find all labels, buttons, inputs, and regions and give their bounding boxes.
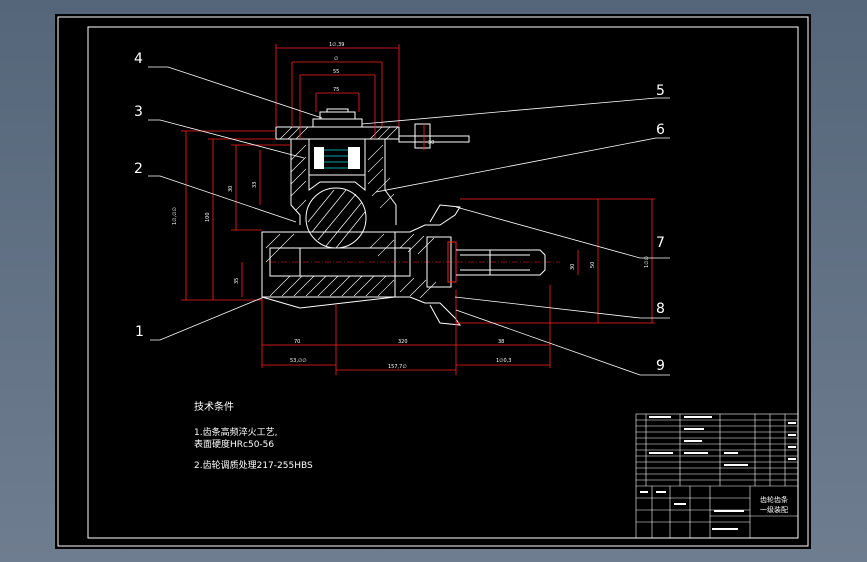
- part-label-6: 6: [656, 122, 665, 138]
- part-label-4: 4: [134, 51, 143, 67]
- dim-top-small: ∅: [334, 56, 338, 62]
- dim-bottom-70: 70: [294, 339, 300, 345]
- dim-right-overall: 1∅∅: [644, 256, 650, 268]
- part-label-8: 8: [656, 301, 665, 317]
- title-name-line-2: 一级装配: [760, 505, 788, 514]
- dim-55: 55: [333, 69, 339, 75]
- dim-left-30: 30: [228, 186, 234, 192]
- part-label-2: 2: [134, 161, 143, 177]
- dim-flange-30: 30: [428, 140, 434, 146]
- dim-bottom-38: 38: [498, 339, 504, 345]
- part-label-9: 9: [656, 358, 665, 374]
- dim-left-overall: 1∅,∅∅: [172, 207, 178, 225]
- part-label-1: 1: [135, 324, 144, 340]
- dim-75: 75: [333, 87, 339, 93]
- dim-top-overall: 1∅,39: [329, 42, 345, 48]
- part-label-3: 3: [134, 104, 143, 120]
- title-block: [635, 413, 799, 539]
- dim-bottom-left-sub: 53,∅∅: [290, 358, 307, 364]
- notes-line-2: 表面硬度HRc50-56: [194, 438, 274, 450]
- housing-hatch: [290, 144, 395, 211]
- leader-lines: [148, 66, 670, 376]
- dim-left-100: 100: [205, 212, 211, 222]
- title-name-line-1: 齿轮齿条: [760, 495, 788, 504]
- drawing-sheet: [55, 14, 811, 549]
- bearing-hatch: [399, 233, 437, 299]
- dimension-lines: [181, 44, 655, 375]
- dim-left-35: 35: [234, 278, 240, 284]
- notes-title: 技术条件: [194, 400, 234, 413]
- dim-bottom-320: 320: [398, 339, 408, 345]
- notes-line-3: 2.齿轮调质处理217-255HBS: [194, 459, 313, 471]
- dimension-texts: 1∅,39 ∅ 55 75 30 1∅,∅∅ 100 30 33 35 70 3…: [172, 42, 650, 370]
- title-block-scribbles: [640, 416, 796, 530]
- sheet-outer-border: [57, 16, 809, 547]
- part-numbers: 4 3 2 1 5 6 7 8 9: [134, 51, 665, 374]
- section-view: [261, 108, 560, 326]
- dim-shaft-30: 30: [570, 264, 576, 270]
- part-label-5: 5: [656, 83, 665, 99]
- flange-hatch: [279, 126, 399, 140]
- dim-left-33: 33: [252, 182, 258, 188]
- dim-bottom-right-sub: 1∅0,3: [496, 358, 512, 364]
- part-label-7: 7: [656, 235, 665, 251]
- notes-line-1: 1.齿条高频淬火工艺,: [194, 426, 277, 438]
- sheet-inner-border: [87, 26, 799, 539]
- dim-bottom-mid-sub: 157,7∅: [388, 364, 407, 370]
- technical-notes: 技术条件 1.齿条高频淬火工艺, 表面硬度HRc50-56 2.齿轮调质处理21…: [194, 400, 313, 471]
- pinion-hatch: [307, 189, 366, 249]
- dim-shaft-50: 50: [590, 262, 596, 268]
